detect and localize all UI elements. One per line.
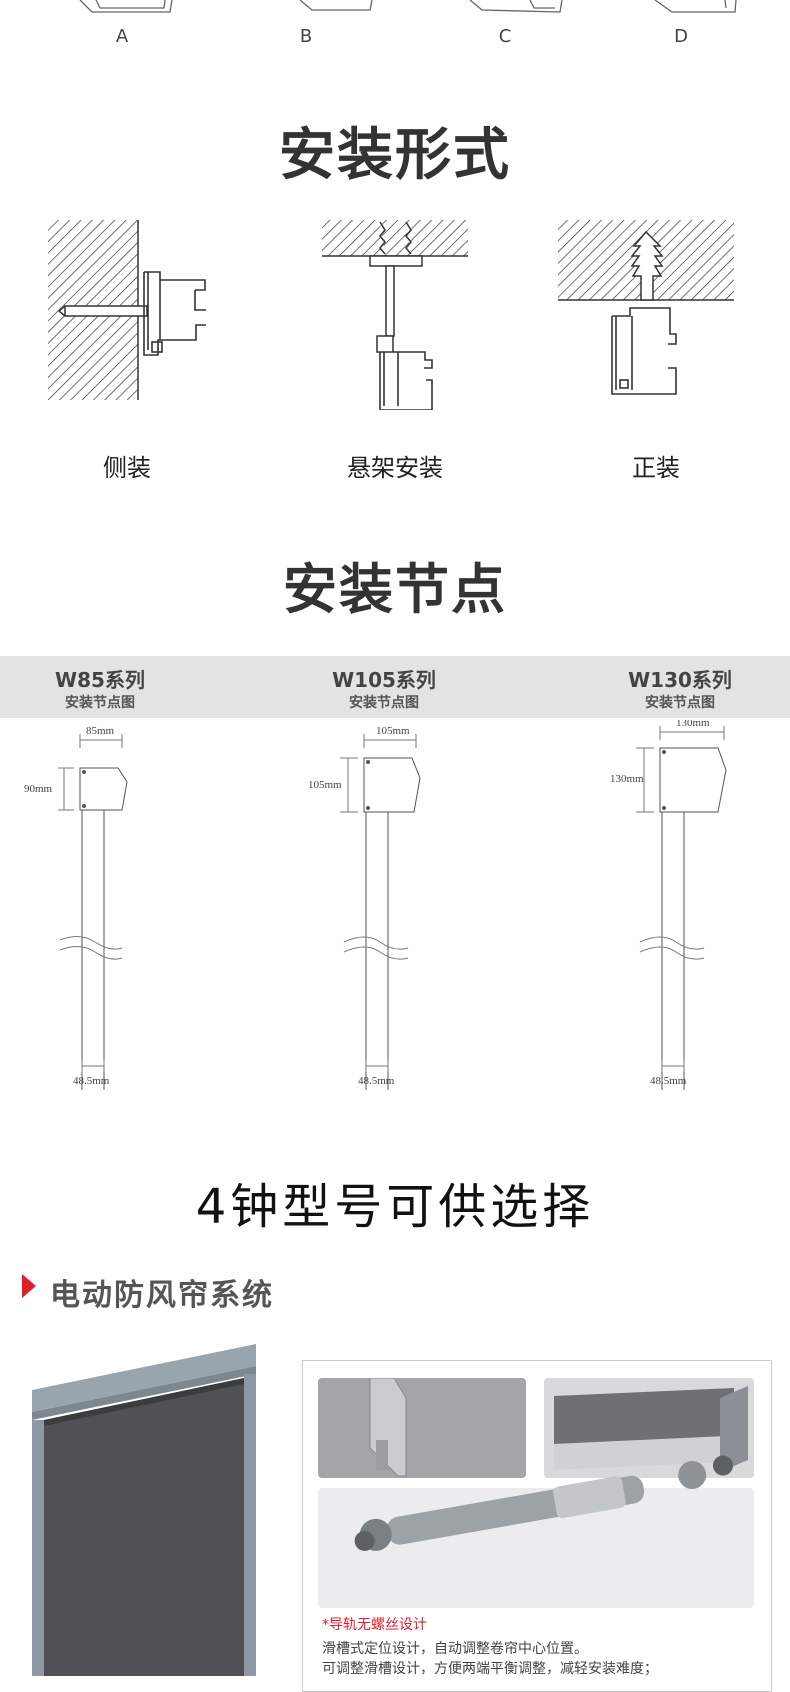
- hanging-mount-label: 悬架安装: [347, 454, 443, 482]
- dim-bottom-w85: 48.5mm: [73, 1075, 110, 1087]
- feature-line-2: 可调整滑槽设计，方便两端平衡调整，减轻安装难度；: [322, 1661, 658, 1677]
- profile-sketches: [79, 0, 737, 13]
- dim-height-w105: 105mm: [308, 779, 342, 791]
- top-mount-label: 正装: [632, 454, 680, 482]
- series-name-w105: W105系列: [332, 668, 436, 692]
- node-diagram-w85: [58, 734, 128, 1090]
- install-forms-diagrams: [48, 220, 734, 410]
- install-forms-title: 安装形式: [279, 123, 511, 188]
- series-sub-w130: 安装节点图: [645, 695, 715, 711]
- models-heading: 4钟型号可供选择: [195, 1179, 595, 1235]
- top-mount-diagram: [558, 220, 734, 395]
- series-name-w130: W130系列: [628, 668, 732, 692]
- series-sub-w105: 安装节点图: [349, 695, 419, 711]
- dim-width-w85: 85mm: [86, 725, 115, 737]
- dim-height-w130: 130mm: [610, 773, 644, 785]
- install-nodes-title: 安装节点: [283, 558, 507, 621]
- dim-height-w85: 90mm: [24, 783, 53, 795]
- node-diagram-w105: [340, 734, 421, 1090]
- profile-label-d: D: [674, 26, 688, 47]
- node-diagram-w130: [636, 726, 727, 1090]
- side-mount-diagram: [48, 220, 206, 400]
- feature-note: *导轨无螺丝设计: [322, 1617, 427, 1633]
- series-sub-w85: 安装节点图: [65, 695, 135, 711]
- series-name-w85: W85系列: [55, 668, 145, 692]
- feature-images: [318, 1378, 754, 1608]
- node-diagrams: 85mm 90mm 48.5mm 105mm 105mm 48.5mm 130m…: [24, 720, 727, 1090]
- electric-section-title: 电动防风帘系统: [50, 1278, 274, 1313]
- hanging-mount-diagram: [322, 220, 468, 410]
- feature-line-1: 滑槽式定位设计，自动调整卷帘中心位置。: [322, 1641, 588, 1657]
- side-mount-label: 侧装: [103, 454, 151, 482]
- dim-width-w130: 130mm: [676, 720, 710, 729]
- dim-width-w105: 105mm: [376, 725, 410, 737]
- windscreen-product-image: [32, 1344, 256, 1676]
- dim-bottom-w130: 48.5mm: [650, 1075, 687, 1087]
- section-arrow-icon: [22, 1274, 36, 1298]
- profile-label-c: C: [498, 26, 512, 47]
- profile-label-a: A: [115, 26, 129, 47]
- dim-bottom-w105: 48.5mm: [358, 1075, 395, 1087]
- profile-label-b: B: [299, 26, 313, 47]
- series-header-band: [0, 656, 790, 718]
